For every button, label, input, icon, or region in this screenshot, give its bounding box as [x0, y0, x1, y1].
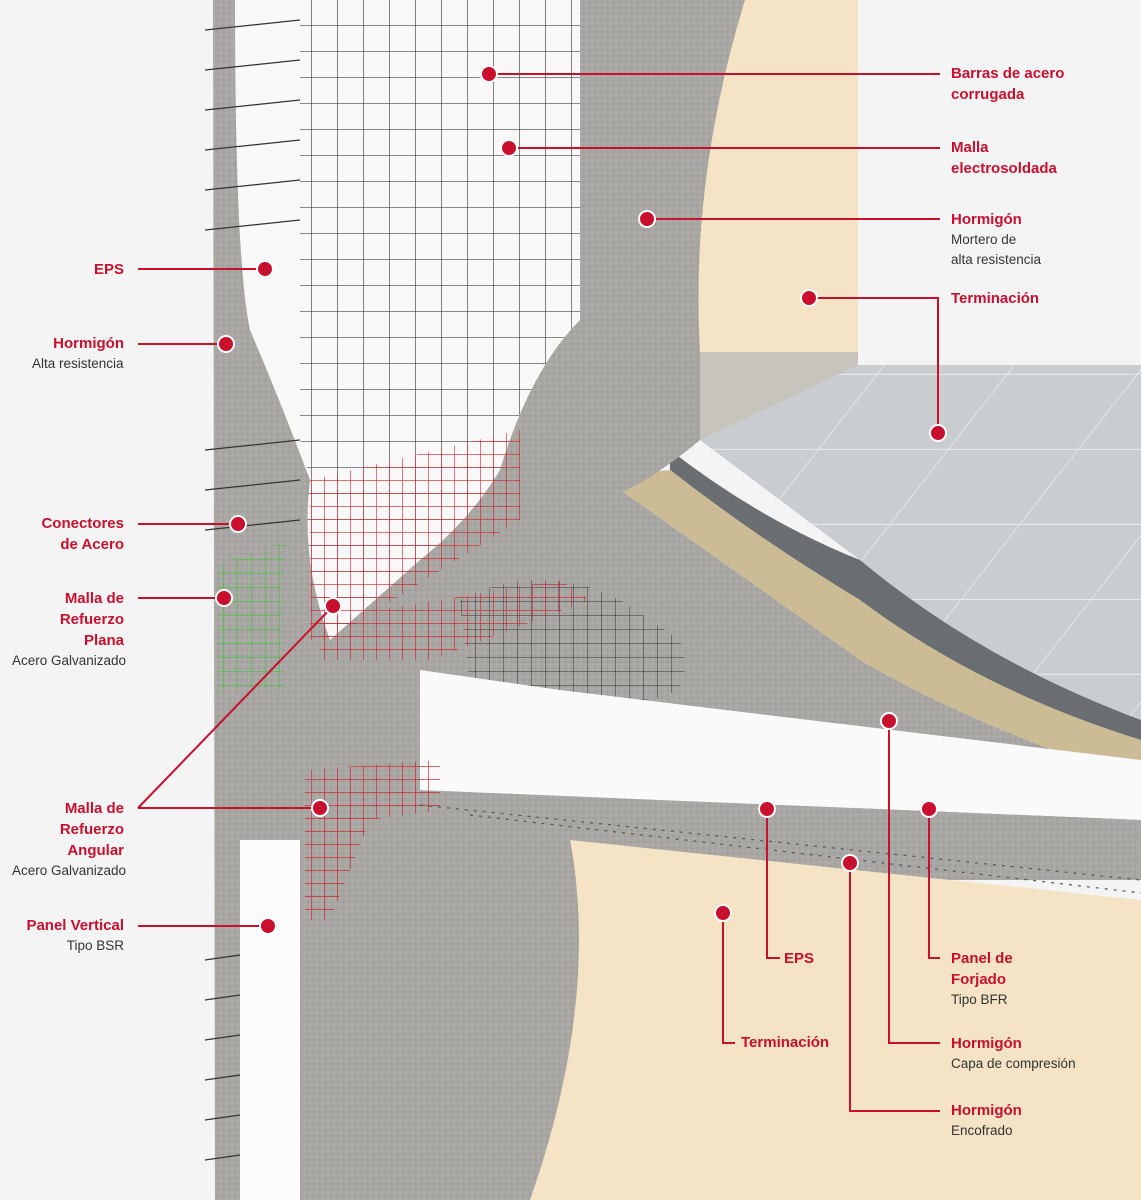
leader-lines: [137, 73, 940, 1112]
callout-subtitle: Alta resistencia: [32, 356, 124, 371]
callout-subtitle: Acero Galvanizado: [12, 863, 127, 878]
flat-reinforcement-mesh: [218, 540, 288, 690]
callout-title: Panel de Forjado: [951, 950, 1013, 988]
callout-hormigon-alta: Hormigón Alta resistencia: [14, 333, 124, 374]
callout-malla-angular: Malla de Refuerzo Angular Acero Galvaniz…: [12, 798, 127, 881]
callout-subtitle: Tipo BFR: [951, 992, 1008, 1007]
callout-hormigon-capa: Hormigón Capa de compresión: [951, 1033, 1076, 1074]
tile-floor: [700, 365, 1141, 720]
callout-title: Malla de Refuerzo Angular: [59, 800, 124, 859]
angular-mesh-lower: [305, 760, 440, 920]
callout-title: Terminación: [741, 1034, 830, 1051]
callout-subtitle: Tipo BSR: [66, 938, 124, 953]
callout-conectores: Conectores de Acero: [41, 513, 124, 555]
lower-finish-wall: [530, 840, 1141, 1200]
callout-title: Malla de Refuerzo Plana: [59, 590, 124, 649]
angular-mesh-slab: [320, 580, 590, 660]
baseboard: [700, 352, 858, 440]
callout-title: EPS: [93, 261, 124, 278]
callout-title: Hormigón: [951, 1035, 1022, 1052]
callout-markers: [215, 65, 947, 935]
callout-terminacion-bottom: Terminación: [741, 1032, 829, 1053]
callout-barras-acero: Barras de acero corrugada: [951, 63, 1064, 105]
angular-mesh-upper: [310, 430, 520, 640]
callout-malla-electrosoldada: Malla electrosoldada: [951, 137, 1057, 179]
lower-wall-concrete: [300, 840, 579, 1200]
callout-panel-forjado: Panel de Forjado Tipo BFR: [951, 948, 1013, 1010]
steel-connector-bars: [204, 19, 1141, 1161]
floor-sand-layer: [620, 470, 1141, 780]
callout-title: Terminación: [951, 290, 1040, 307]
callout-title: Hormigón: [951, 211, 1022, 228]
callout-title: Conectores de Acero: [41, 515, 124, 553]
callout-panel-vertical: Panel Vertical Tipo BSR: [26, 915, 124, 956]
callout-subtitle: Capa de compresión: [951, 1056, 1076, 1071]
callout-subtitle: Mortero de alta resistencia: [951, 232, 1042, 267]
callout-eps-bottom: EPS: [784, 948, 814, 969]
floor-dark-layer: [670, 450, 1141, 740]
callout-title: Hormigón: [53, 335, 124, 352]
callout-title: Hormigón: [951, 1102, 1022, 1119]
callout-terminacion-top: Terminación: [951, 288, 1039, 309]
callout-title: EPS: [784, 950, 815, 967]
callout-title: Panel Vertical: [26, 917, 124, 934]
callout-malla-plana: Malla de Refuerzo Plana Acero Galvanizad…: [12, 588, 127, 671]
lower-eps-core: [240, 840, 300, 1200]
callout-subtitle: Acero Galvanizado: [12, 653, 127, 668]
callout-title: Malla electrosoldada: [951, 139, 1057, 177]
callout-hormigon-encofrado: Hormigón Encofrado: [951, 1100, 1022, 1141]
callout-eps-left: EPS: [94, 259, 124, 280]
callout-title: Barras de acero corrugada: [951, 65, 1065, 103]
callout-subtitle: Encofrado: [951, 1123, 1013, 1138]
callout-hormigon-mortero: Hormigón Mortero de alta resistencia: [951, 209, 1041, 270]
upper-finish-wall: [698, 0, 858, 352]
slab-eps-core: [420, 670, 1141, 820]
